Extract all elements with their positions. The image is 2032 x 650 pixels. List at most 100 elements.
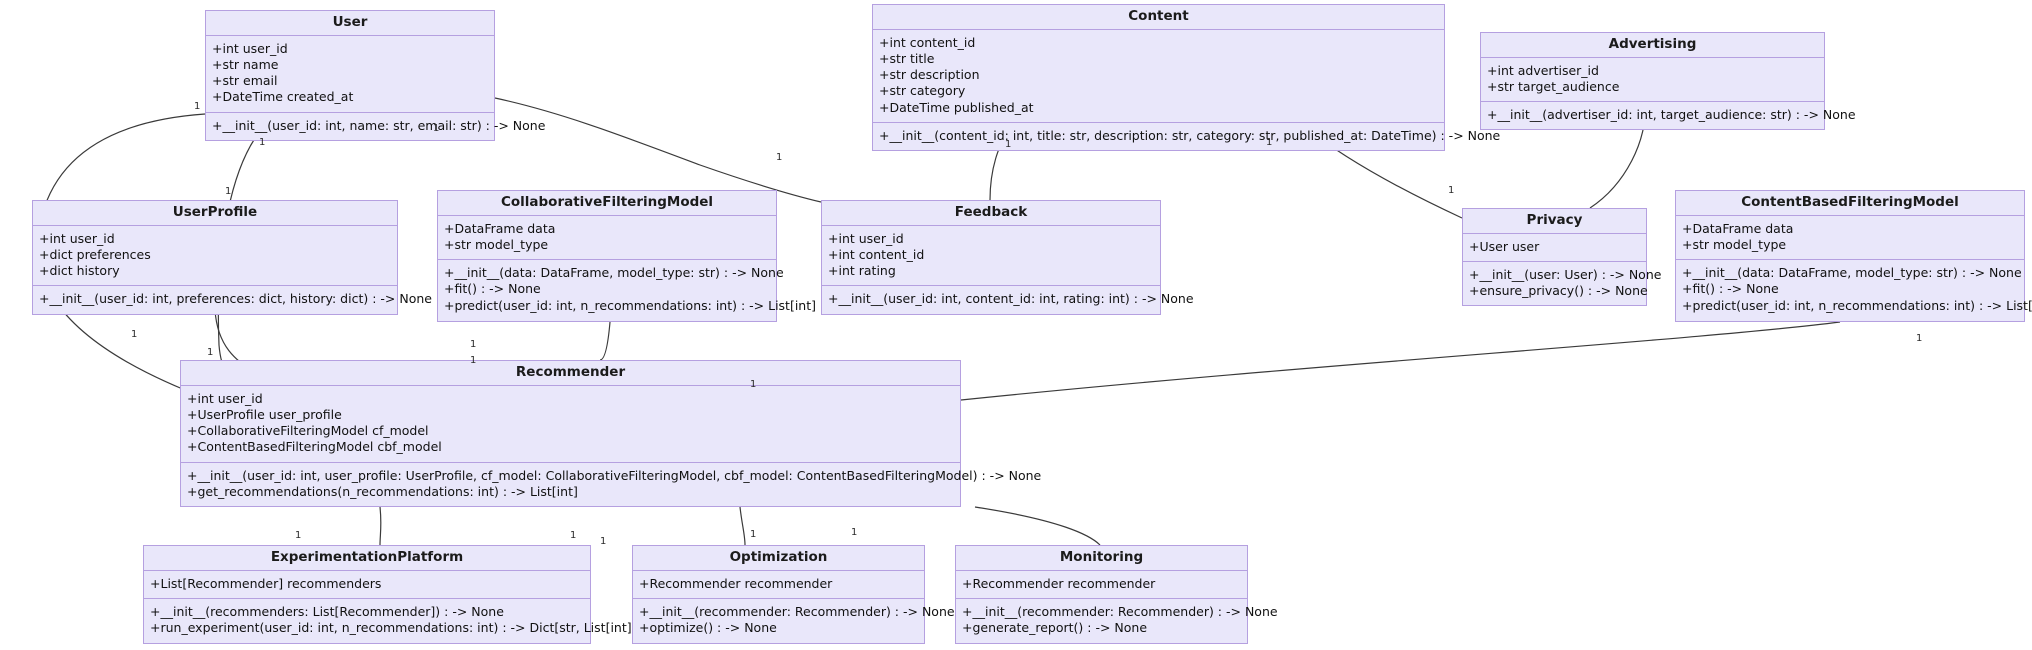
method-line: +__init__(data: DataFrame, model_type: s… <box>444 265 784 281</box>
method-line: +run_experiment(user_id: int, n_recommen… <box>150 620 637 636</box>
method-line: +predict(user_id: int, n_recommendations… <box>444 297 817 313</box>
method-line: +__init__(recommender: Recommender) : ->… <box>962 604 1278 620</box>
uml-class-userprofile[interactable]: UserProfile+int user_id+dict preferences… <box>32 200 432 315</box>
method-line: +predict(user_id: int, n_recommendations… <box>1682 297 2032 313</box>
multiplicity-label: 1 <box>1916 333 1923 344</box>
class-title-cfmodel: CollaborativeFilteringModel <box>438 191 776 216</box>
attribute-line: +CollaborativeFilteringModel cf_model <box>187 423 429 439</box>
method-line: +__init__(content_id: int, title: str, d… <box>879 127 1501 143</box>
method-line: +get_recommendations(n_recommendations: … <box>187 483 578 499</box>
multiplicity-label: 1 <box>1448 185 1455 196</box>
attribute-line: +int user_id <box>39 230 115 246</box>
class-methods-advertising: +__init__(advertiser_id: int, target_aud… <box>1481 102 1856 129</box>
class-methods-cfmodel: +__init__(data: DataFrame, model_type: s… <box>438 260 817 320</box>
method-line: +ensure_privacy() : -> None <box>1469 283 1648 299</box>
attribute-line: +DataFrame data <box>1682 220 1794 236</box>
multiplicity-label: 1 <box>851 527 858 538</box>
attribute-line: +str title <box>879 51 935 67</box>
attribute-line: +ContentBasedFilteringModel cbf_model <box>187 439 442 455</box>
uml-class-privacy[interactable]: Privacy+User user+__init__(user: User) :… <box>1462 208 1662 307</box>
class-methods-recommender: +__init__(user_id: int, user_profile: Us… <box>181 463 1042 506</box>
method-line: +__init__(recommender: Recommender) : ->… <box>639 604 955 620</box>
association-edge-recommender-monitoring <box>974 506 1101 546</box>
uml-class-experimentation[interactable]: ExperimentationPlatform +List[Recommender… <box>143 545 637 644</box>
class-methods-optimization: +__init__(recommender: Recommender) : ->… <box>633 599 955 642</box>
multiplicity-label: 1 <box>750 379 757 390</box>
class-attributes-userprofile: +int user_id+dict preferences+dict histo… <box>33 226 397 287</box>
uml-class-monitoring[interactable]: Monitoring +Recommender recommender +__ini… <box>955 545 1278 644</box>
attribute-line: +int user_id <box>828 230 904 246</box>
multiplicity-label: 1 <box>131 329 138 340</box>
uml-class-optimization[interactable]: Optimization +Recommender recommender +__i… <box>632 545 955 644</box>
class-title-monitoring: Monitoring <box>956 546 1247 571</box>
attribute-line: +DateTime created_at <box>212 89 354 105</box>
method-line: +fit() : -> None <box>444 281 541 297</box>
association-edge-user-feedback <box>494 97 822 203</box>
uml-class-cfmodel[interactable]: CollaborativeFilteringModel +DataFrame da… <box>437 190 817 322</box>
multiplicity-label: 1 <box>225 186 232 197</box>
class-title-userprofile: UserProfile <box>33 201 397 226</box>
attribute-line: +str model_type <box>444 237 549 253</box>
attribute-line: +int user_id <box>212 40 288 56</box>
class-methods-content: +__init__(content_id: int, title: str, d… <box>873 123 1501 150</box>
method-line: +__init__(user_id: int, preferences: dic… <box>39 291 432 307</box>
multiplicity-label: 1 <box>570 530 577 541</box>
method-line: +__init__(user: User) : -> None <box>1469 267 1662 283</box>
attribute-line: +str model_type <box>1682 237 1787 253</box>
uml-class-feedback[interactable]: Feedback+int user_id+int content_id+int … <box>821 200 1194 315</box>
uml-class-advertising[interactable]: Advertising+int advertiser_id+str target… <box>1480 32 1856 131</box>
class-attributes-monitoring: +Recommender recommender <box>956 571 1247 600</box>
multiplicity-label: 1 <box>600 536 607 547</box>
method-line: +__init__(advertiser_id: int, target_aud… <box>1487 107 1856 123</box>
class-title-advertising: Advertising <box>1481 33 1824 58</box>
multiplicity-label: 1 <box>295 530 302 541</box>
attribute-line: +str category <box>879 83 966 99</box>
attribute-line: +int user_id <box>187 390 263 406</box>
method-line: +__init__(user_id: int, user_profile: Us… <box>187 467 1042 483</box>
class-methods-feedback: +__init__(user_id: int, content_id: int,… <box>822 286 1194 313</box>
multiplicity-label: 1 <box>207 347 214 358</box>
method-line: +__init__(data: DataFrame, model_type: s… <box>1682 265 2022 281</box>
uml-class-recommender[interactable]: Recommender+int user_id+UserProfile user… <box>180 360 1042 508</box>
multiplicity-label: 1 <box>470 355 477 366</box>
uml-class-cbfmodel[interactable]: ContentBasedFilteringModel+DataFrame dat… <box>1675 190 2032 322</box>
uml-class-user[interactable]: User+int user_id+str name+str email+Date… <box>205 10 545 141</box>
attribute-line: +Recommender recommender <box>639 575 833 591</box>
class-attributes-cbfmodel: +DataFrame data+str model_type <box>1676 216 2024 261</box>
multiplicity-label: 1 <box>1266 137 1273 148</box>
class-attributes-privacy: +User user <box>1463 234 1646 263</box>
method-line: +fit() : -> None <box>1682 281 1779 297</box>
association-edge-recommender-optimization <box>739 506 746 546</box>
attribute-line: +dict history <box>39 263 120 279</box>
class-title-optimization: Optimization <box>633 546 924 571</box>
attribute-line: +int rating <box>828 263 896 279</box>
multiplicity-label: 1 <box>194 101 201 112</box>
attribute-line: +int content_id <box>828 247 925 263</box>
class-attributes-content: +int content_id+str title+str descriptio… <box>873 30 1444 123</box>
attribute-line: +Recommender recommender <box>962 575 1156 591</box>
class-methods-cbfmodel: +__init__(data: DataFrame, model_type: s… <box>1676 260 2032 320</box>
uml-class-content[interactable]: Content+int content_id+str title+str des… <box>872 4 1501 152</box>
attribute-line: +dict preferences <box>39 247 151 263</box>
association-edge-cfmodel-recommender <box>599 321 611 361</box>
method-line: +__init__(recommenders: List[Recommender… <box>150 604 504 620</box>
multiplicity-label: 1 <box>433 123 440 134</box>
class-attributes-advertising: +int advertiser_id+str target_audience <box>1481 58 1824 103</box>
multiplicity-label: 1 <box>1005 139 1012 150</box>
multiplicity-label: 1 <box>750 529 757 540</box>
attribute-line: +str description <box>879 67 980 83</box>
attribute-line: +List[Recommender] recommenders <box>150 575 382 591</box>
multiplicity-label: 1 <box>259 137 266 148</box>
attribute-line: +str email <box>212 73 278 89</box>
association-edge-cbfmodel-recommender <box>960 321 1841 401</box>
class-attributes-feedback: +int user_id+int content_id+int rating <box>822 226 1160 287</box>
class-methods-user: +__init__(user_id: int, name: str, email… <box>206 113 545 140</box>
class-title-recommender: Recommender <box>181 361 960 386</box>
attribute-line: +DateTime published_at <box>879 99 1034 115</box>
attribute-line: +User user <box>1469 238 1540 254</box>
class-title-experimentation: ExperimentationPlatform <box>144 546 590 571</box>
attribute-line: +DataFrame data <box>444 220 556 236</box>
class-methods-privacy: +__init__(user: User) : -> None+ensure_p… <box>1463 262 1662 305</box>
class-title-feedback: Feedback <box>822 201 1160 226</box>
